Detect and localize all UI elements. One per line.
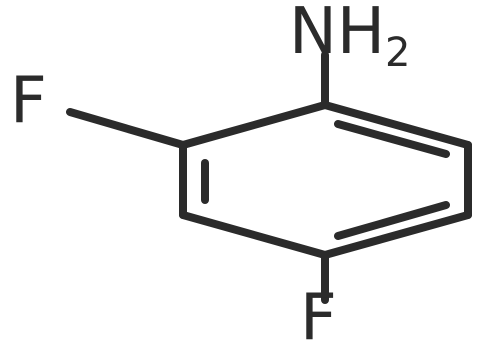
fluorine-bottom-label: F bbox=[300, 282, 337, 346]
amine-subscript: 2 bbox=[385, 30, 410, 76]
bond-c4-c5 bbox=[179, 211, 329, 259]
amine-main-label: NH bbox=[289, 0, 385, 69]
amine-label: NH2 bbox=[289, 0, 410, 76]
double-bond-inner-top-right bbox=[334, 120, 450, 158]
double-bond-inner-bottom-right bbox=[334, 201, 450, 240]
bond-c3-c4 bbox=[321, 211, 472, 259]
bond-c6-f bbox=[66, 108, 187, 149]
bond-c6-c1 bbox=[179, 101, 329, 149]
fluorine-top-label: F bbox=[10, 65, 47, 139]
bond-c1-c2 bbox=[321, 101, 472, 149]
